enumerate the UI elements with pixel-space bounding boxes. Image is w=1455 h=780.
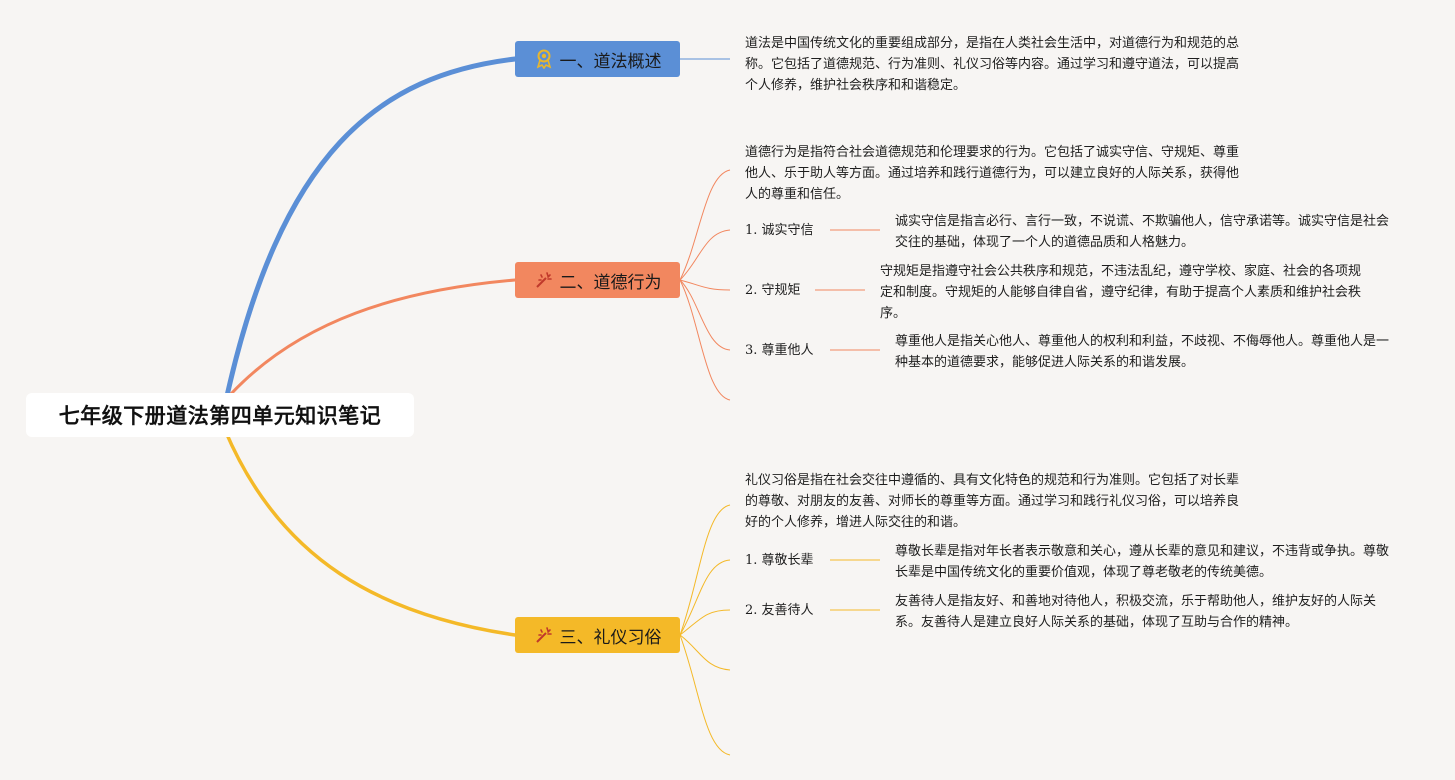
- subtopic-rules-desc: 守规矩是指遵守社会公共秩序和规范，不违法乱纪，遵守学校、家庭、社会的各项规定和制…: [880, 264, 1362, 321]
- subtopic-honesty-desc: 诚实守信是指言必行、言行一致，不说谎、不欺骗他人，信守承诺等。诚实守信是社会交往…: [895, 214, 1390, 250]
- topic-moral-behavior[interactable]: 二、道德行为: [515, 262, 680, 298]
- topic-label: 二、道德行为: [559, 272, 662, 293]
- subtopic-elders[interactable]: 1. 尊敬长辈: [745, 553, 814, 568]
- branch-line-1: [222, 56, 518, 408]
- topic-label: 三、礼仪习俗: [559, 627, 662, 648]
- topic-label: 一、道法概述: [559, 51, 662, 72]
- subtopic-elders-desc: 尊敬长辈是指对年长者表示敬意和关心，遵从长辈的意见和建议，不违背或争执。尊敬长辈…: [895, 544, 1390, 580]
- ribbon-award-icon: [534, 49, 554, 69]
- sparkle-icon: [534, 270, 554, 290]
- topic-moral-desc: 道德行为是指符合社会道德规范和伦理要求的行为。它包括了诚实守信、守规矩、尊重他人…: [745, 145, 1240, 202]
- root-node[interactable]: 七年级下册道法第四单元知识笔记: [26, 393, 414, 437]
- subtopic-honesty[interactable]: 1. 诚实守信: [745, 223, 814, 238]
- topic-overview-desc: 道法是中国传统文化的重要组成部分，是指在人类社会生活中，对道德行为和规范的总称。…: [745, 36, 1240, 93]
- subtopic-friendly[interactable]: 2. 友善待人: [745, 603, 814, 618]
- topic-overview[interactable]: 一、道法概述: [515, 41, 680, 77]
- subtopic-respect[interactable]: 3. 尊重他人: [745, 343, 814, 358]
- branch-line-2: [228, 278, 517, 397]
- topic-etiquette-desc: 礼仪习俗是指在社会交往中遵循的、具有文化特色的规范和行为准则。它包括了对长辈的尊…: [745, 473, 1240, 530]
- branch-line-3: [223, 428, 517, 637]
- subtopic-rules[interactable]: 2. 守规矩: [745, 283, 801, 298]
- topic-etiquette[interactable]: 三、礼仪习俗: [515, 617, 680, 653]
- subtopic-friendly-desc: 友善待人是指友好、和善地对待他人，积极交流，乐于帮助他人，维护友好的人际关系。友…: [895, 594, 1377, 630]
- subtopic-respect-desc: 尊重他人是指关心他人、尊重他人的权利和利益，不歧视、不侮辱他人。尊重他人是一种基…: [895, 334, 1390, 370]
- sparkle-icon: [534, 625, 554, 645]
